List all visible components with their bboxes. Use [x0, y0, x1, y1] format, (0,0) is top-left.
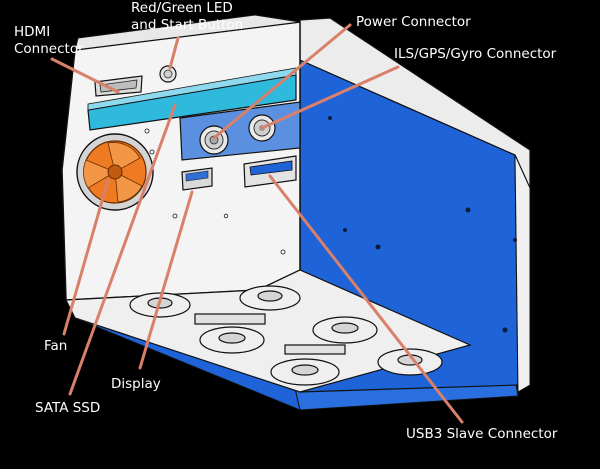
leader-power	[212, 23, 352, 140]
usb3-port-inner	[249, 160, 293, 176]
label-hdmi: HDMI Connector	[14, 24, 84, 57]
label-display: Display	[111, 376, 161, 392]
display-connector-inner	[185, 170, 209, 182]
led-button-core	[163, 69, 173, 79]
fan	[76, 133, 154, 211]
label-power: Power Connector	[356, 14, 471, 30]
leader-lines	[50, 23, 464, 424]
leader-fan	[62, 178, 110, 336]
leader-hdmi	[50, 57, 120, 94]
leader-ssd	[68, 103, 177, 396]
label-usb3: USB3 Slave Connector	[406, 426, 558, 442]
leader-usb3	[268, 174, 464, 424]
label-fan: Fan	[44, 338, 68, 354]
leader-display	[138, 190, 194, 370]
side-screws	[328, 116, 517, 333]
display-strip-top	[87, 67, 297, 111]
label-led: Red/Green LED and Start Button	[131, 0, 244, 33]
front-screws	[144, 128, 286, 255]
label-ils: ILS/GPS/Gyro Connector	[394, 46, 557, 62]
leader-led	[168, 36, 180, 70]
leader-ils	[260, 65, 400, 130]
side-panel-edge	[514, 154, 531, 393]
label-ssd: SATA SSD	[35, 400, 101, 416]
top-face	[74, 14, 301, 51]
